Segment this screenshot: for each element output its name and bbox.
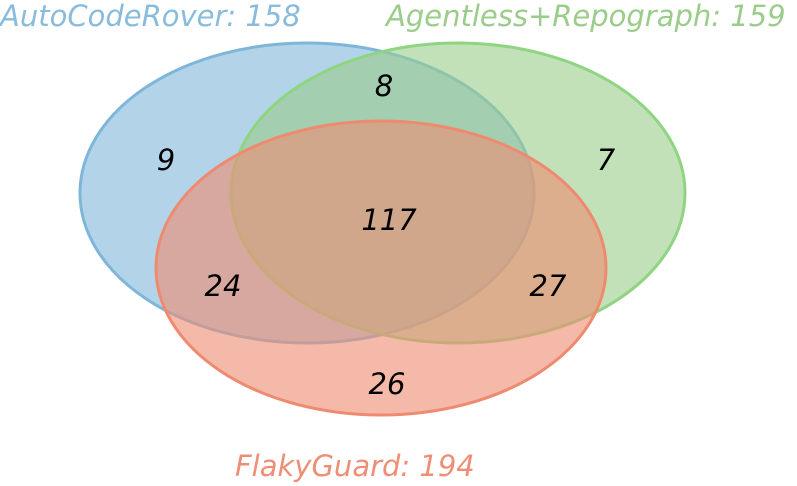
region-count-flakyguard-only: 26 [369,367,406,401]
region-count-autocoderover-agentless: 8 [375,69,393,103]
region-count-autocoderover-only: 9 [157,143,175,177]
set-label-agentless: Agentless+Repograph: 159 [386,0,786,33]
set-circle-flakyguard [154,119,608,417]
region-count-agentless-only: 7 [597,143,616,177]
set-label-flakyguard: FlakyGuard: 194 [235,449,475,483]
region-count-agentless-flakyguard: 27 [530,269,567,303]
region-count-autocoderover-flakyguard: 24 [205,269,242,303]
region-count-all-three: 117 [361,203,417,237]
set-label-autocoderover: AutoCodeRover: 158 [0,0,301,33]
